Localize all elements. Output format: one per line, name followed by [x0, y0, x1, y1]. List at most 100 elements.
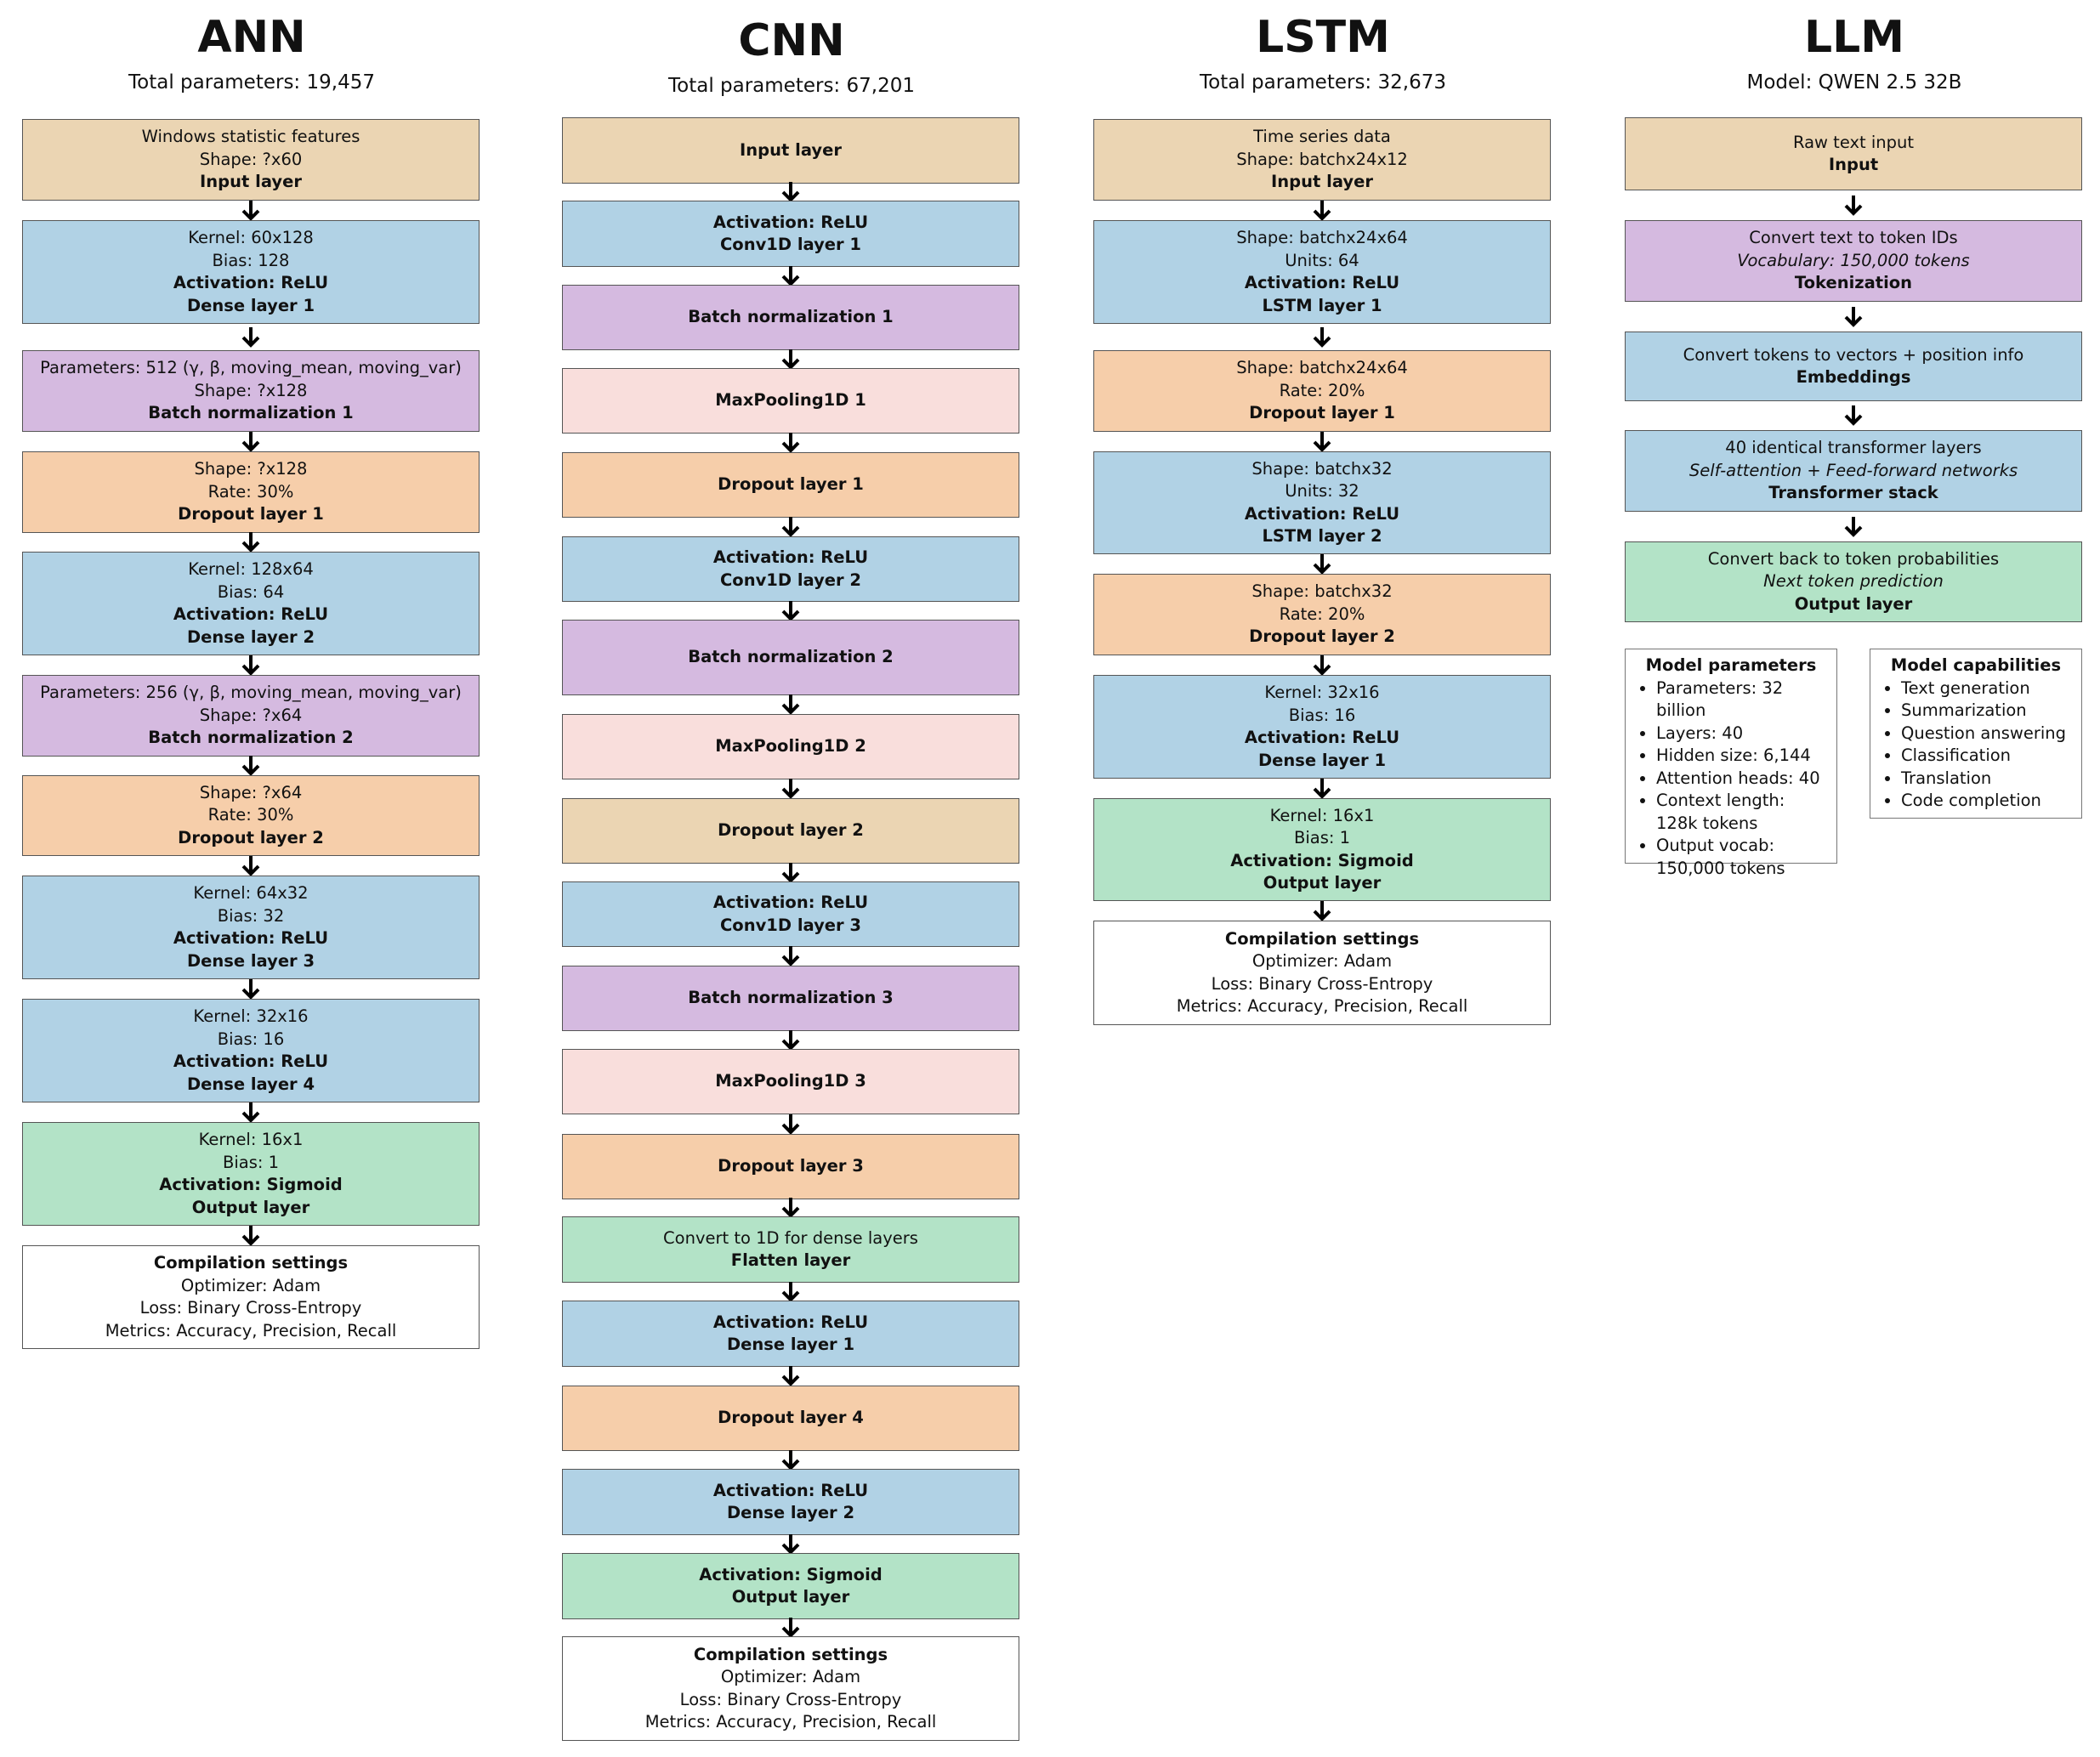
layer-text-line: Metrics: Accuracy, Precision, Recall [644, 1712, 937, 1731]
layer-text-line: Activation: ReLU [1244, 503, 1400, 524]
layer-text-line: Dense layer 1 [1257, 750, 1387, 770]
list-item: Text generation [1901, 677, 2073, 700]
layer-text-line: Input [1828, 155, 1879, 174]
layer-text-line: Dense layer 1 [726, 1335, 855, 1354]
cnn-arrow-down-icon-6 [781, 600, 800, 621]
layer-text-line: LSTM layer 2 [1262, 526, 1382, 546]
list-item: Code completion [1901, 790, 2073, 813]
cnn-connector [778, 1114, 803, 1138]
layer-text-line: Shape: batchx32 [1251, 458, 1393, 479]
layer-text-line: MaxPooling1D 2 [715, 736, 866, 757]
cnn-layer-box-batch-normalization-3: Batch normalization 3 [562, 966, 1019, 1031]
ann-connector [238, 1102, 264, 1126]
layer-text-line: Batch normalization 2 [688, 647, 894, 667]
layer-text-line: Embeddings [1796, 367, 1911, 387]
cnn-layer-box-dropout-layer-2: Dropout layer 2 [562, 798, 1019, 864]
layer-text-line: Bias: 32 [217, 905, 285, 926]
lstm-title: LSTM [1256, 12, 1390, 63]
layer-text-line: Rate: 20% [1279, 380, 1365, 400]
layer-text-line: Dense layer 4 [186, 1074, 315, 1094]
layer-text-line: Metrics: Accuracy, Precision, Recall [1176, 996, 1468, 1016]
cnn-connector [778, 182, 803, 206]
cnn-arrow-down-icon-4 [781, 433, 800, 453]
layer-text-line: Kernel: 64x32 [193, 883, 309, 903]
model-capabilities-list: Text generationSummarizationQuestion ans… [1879, 677, 2073, 813]
cnn-arrow-down-icon-18 [781, 1618, 800, 1638]
layer-text-line: Units: 32 [1285, 481, 1359, 501]
layer-text-line: Activation: ReLU [173, 928, 329, 948]
model-capabilities-box: Model capabilitiesText generationSummari… [1870, 649, 2082, 819]
layer-text-line: Dense layer 3 [186, 950, 315, 971]
layer-text-line: Activation: ReLU [1244, 273, 1400, 292]
layer-text-line: Kernel: 32x16 [193, 1006, 309, 1026]
ann-connector [238, 655, 264, 679]
llm-connector [1841, 195, 1866, 219]
layer-text-line: Parameters: 512 (γ, β, moving_mean, movi… [40, 358, 462, 378]
ann-arrow-down-icon-3 [241, 431, 260, 452]
cnn-layer-box-input-layer: Input layer [562, 117, 1019, 184]
llm-connector [1841, 306, 1866, 331]
ann-arrow-down-icon-6 [241, 756, 260, 776]
layer-text-line: Batch normalization 1 [688, 307, 894, 327]
cnn-arrow-down-icon-9 [781, 862, 800, 883]
layer-text-line: Shape: ?x64 [199, 782, 303, 802]
layer-text-line: Next token prediction [1763, 571, 1944, 592]
layer-text-line: Shape: batchx24x12 [1236, 149, 1408, 169]
llm-arrow-down-icon-3 [1844, 405, 1863, 426]
llm-arrow-down-icon-1 [1844, 195, 1863, 216]
layer-text-line: Compilation settings [693, 1644, 888, 1664]
layer-text-line: Kernel: 60x128 [188, 228, 314, 247]
layer-text-line: Activation: ReLU [173, 604, 329, 624]
list-item: Parameters: 32 billion [1656, 677, 1828, 723]
layer-text-line: Loss: Binary Cross-Entropy [679, 1689, 902, 1709]
layer-text-line: Transformer stack [1768, 483, 1938, 503]
cnn-arrow-down-icon-8 [781, 779, 800, 799]
cnn-connector [778, 694, 803, 718]
lstm-connector [1309, 553, 1335, 578]
layer-text-line: Compilation settings [153, 1253, 349, 1272]
list-item: Classification [1901, 745, 2073, 768]
cnn-connector [778, 1366, 803, 1390]
layer-text-line: Rate: 30% [207, 805, 294, 825]
layer-text-line: Batch normalization 2 [148, 728, 354, 748]
ann-arrow-down-icon-4 [241, 532, 260, 553]
layer-text-line: Flatten layer [730, 1250, 851, 1270]
cnn-connector [778, 265, 803, 290]
layer-text-line: Windows statistic features [141, 127, 360, 147]
layer-text-line: MaxPooling1D 3 [715, 1071, 866, 1091]
cnn-title: CNN [738, 15, 845, 66]
cnn-layer-box-batch-normalization-1: Batch normalization 1 [562, 285, 1019, 350]
ann-layer-box-batch-normalization-1: Parameters: 512 (γ, β, moving_mean, movi… [22, 350, 480, 432]
cnn-connector [778, 517, 803, 541]
layer-text-line: Shape: ?x128 [194, 459, 308, 479]
layer-text-line: LSTM layer 1 [1262, 295, 1382, 315]
cnn-connector [778, 779, 803, 802]
cnn-layer-box-maxpooling1d-3: MaxPooling1D 3 [562, 1049, 1019, 1114]
cnn-arrow-down-icon-12 [781, 1114, 800, 1135]
layer-text-line: Bias: 64 [217, 581, 285, 602]
layer-text-line: Batch normalization 3 [688, 988, 894, 1008]
layer-text-line: Bias: 1 [222, 1152, 280, 1172]
layer-text-line: Optimizer: Adam [1251, 951, 1393, 971]
layer-text-line: Dropout layer 2 [1249, 626, 1395, 647]
layer-text-line: Dropout layer 2 [718, 820, 864, 841]
layer-text-line: Input layer [200, 172, 302, 192]
layer-text-line: Kernel: 16x1 [198, 1130, 304, 1149]
layer-text-line: Compilation settings [1224, 928, 1420, 949]
layer-text-line: Activation: ReLU [1244, 728, 1400, 747]
lstm-connector [1309, 900, 1335, 925]
layer-text-line: Dropout layer 1 [178, 504, 324, 524]
layer-text-line: MaxPooling1D 1 [715, 390, 866, 411]
layer-text-line: Conv1D layer 1 [720, 235, 861, 254]
layer-text-line: Kernel: 128x64 [188, 559, 314, 579]
